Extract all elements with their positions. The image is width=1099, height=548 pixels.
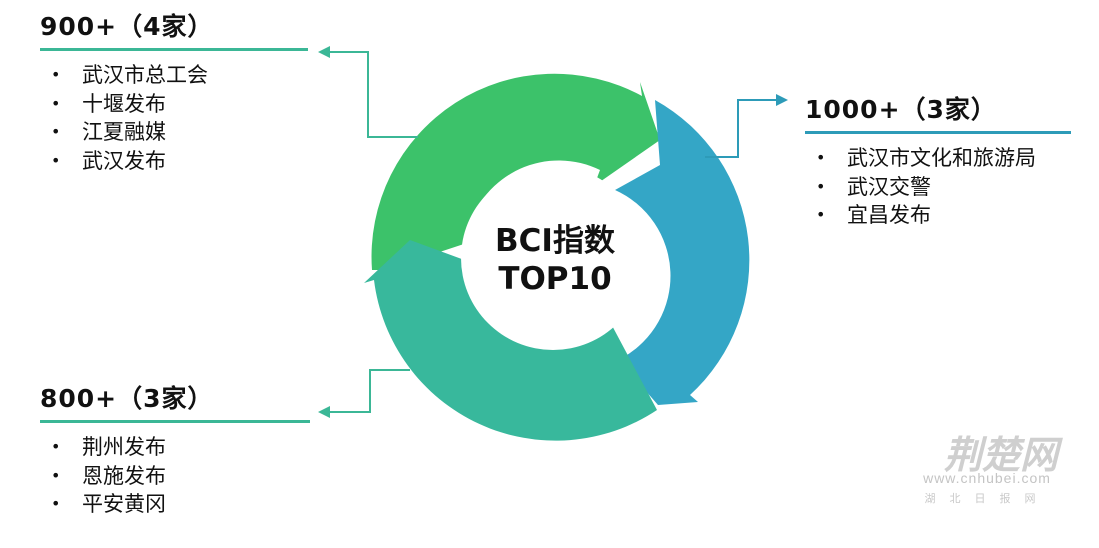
bullet: • — [51, 93, 61, 113]
connector-900 — [322, 51, 418, 138]
group-1000: 1000+（3家） • 武汉市文化和旅游局 • 武汉交警 • 宜昌发布 — [805, 95, 1071, 230]
group-800-title: 800+（3家） — [40, 384, 214, 413]
watermark-sub: 湖北日报网 — [924, 492, 1050, 505]
list-item: • 武汉交警 — [805, 173, 1071, 202]
list-item-label: 武汉市文化和旅游局 — [847, 146, 1036, 170]
list-item-label: 平安黄冈 — [82, 492, 166, 516]
list-item: • 武汉市文化和旅游局 — [805, 144, 1071, 173]
list-item: • 江夏融媒 — [40, 118, 308, 147]
list-item-label: 恩施发布 — [82, 463, 166, 488]
arrowhead-1000 — [776, 94, 788, 106]
list-item: • 荆州发布 — [40, 433, 310, 462]
bullet: • — [51, 150, 61, 170]
group-900-title: 900+（4家） — [40, 12, 214, 41]
connector-800 — [324, 369, 410, 413]
connector-1000 — [705, 99, 782, 158]
list-item: • 武汉发布 — [40, 147, 308, 176]
list-item: • 恩施发布 — [40, 462, 310, 491]
list-item: • 十堰发布 — [40, 90, 308, 119]
group-1000-list: • 武汉市文化和旅游局 • 武汉交警 • 宜昌发布 — [805, 144, 1071, 230]
center-label: BCI指数 TOP10 — [465, 222, 645, 298]
group-800-rule — [40, 420, 310, 423]
list-item-label: 武汉市总工会 — [82, 63, 208, 87]
center-label-line2: TOP10 — [498, 261, 612, 297]
arrowhead-900 — [318, 46, 330, 58]
group-900: 900+（4家） • 武汉市总工会 • 十堰发布 • 江夏融媒 • 武汉发布 — [40, 12, 308, 175]
watermark-brand: 荆楚网 — [944, 432, 1059, 477]
watermark: 荆楚网 www.cnhubei.com 湖北日报网 — [892, 424, 1082, 516]
center-label-line1: BCI指数 — [495, 223, 615, 259]
bullet: • — [816, 148, 826, 167]
bullet: • — [51, 65, 61, 84]
list-item-label: 十堰发布 — [82, 91, 166, 116]
cycle-segment-green — [371, 73, 660, 270]
cycle-segment-blue — [612, 100, 750, 405]
group-1000-title: 1000+（3家） — [805, 95, 997, 124]
group-800-list: • 荆州发布 • 恩施发布 • 平安黄冈 — [40, 433, 310, 519]
cycle-center — [461, 166, 645, 350]
list-item-label: 武汉发布 — [82, 148, 166, 173]
group-900-list: • 武汉市总工会 • 十堰发布 • 江夏融媒 • 武汉发布 — [40, 61, 308, 175]
bullet: • — [51, 494, 61, 513]
list-item-label: 宜昌发布 — [847, 203, 931, 227]
bullet: • — [51, 465, 61, 485]
group-1000-rule — [805, 131, 1071, 134]
list-item: • 武汉市总工会 — [40, 61, 308, 90]
list-item: • 平安黄冈 — [40, 490, 310, 519]
bullet: • — [51, 437, 61, 456]
bullet: • — [816, 176, 826, 196]
cycle-segment-teal — [364, 240, 657, 441]
list-item: • 宜昌发布 — [805, 201, 1071, 230]
arrowhead-800 — [318, 406, 330, 418]
list-item-label: 荆州发布 — [82, 435, 166, 459]
list-item-label: 武汉交警 — [847, 174, 931, 199]
bullet: • — [51, 122, 61, 141]
bullet: • — [816, 205, 826, 224]
group-800: 800+（3家） • 荆州发布 • 恩施发布 • 平安黄冈 — [40, 384, 310, 519]
list-item-label: 江夏融媒 — [82, 120, 166, 144]
group-900-rule — [40, 48, 308, 51]
watermark-url: www.cnhubei.com — [923, 470, 1051, 486]
